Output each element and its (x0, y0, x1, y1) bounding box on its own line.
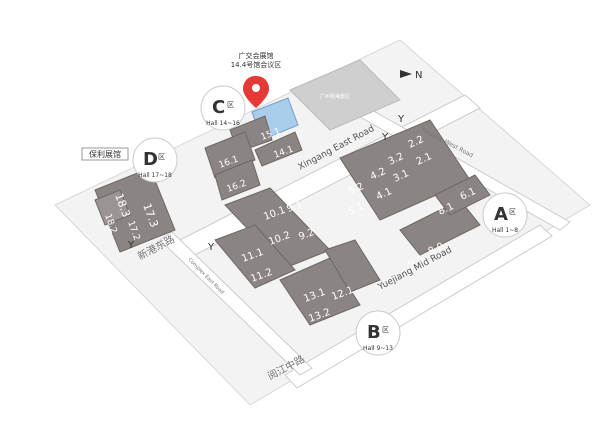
zone-badge-c[interactable]: C 区 Hall 14~16 (200, 85, 246, 131)
hall-9-2[interactable]: 9.2 (297, 227, 316, 243)
zone-b-halls: 10.1 9.1 10.2 9.2 11.1 11.2 13.1 12.1 13… (214, 187, 381, 326)
map-base (54, 39, 591, 406)
svg-text:Hall 14~16: Hall 14~16 (206, 120, 240, 127)
venue-label-2: 14.4号馆会议区 (231, 60, 282, 69)
zone-badge-b[interactable]: B 区 Hall 9~13 (355, 310, 401, 356)
svg-text:B: B (367, 322, 381, 343)
road-pazhou (159, 231, 313, 376)
zone-badge-a[interactable]: A 区 Hall 1~8 (482, 192, 528, 238)
svg-text:区: 区 (158, 153, 165, 161)
metro-icon[interactable]: Y (397, 114, 405, 125)
zone-badge-d[interactable]: D 区 Hall 17~18 (132, 137, 178, 183)
plaza (289, 59, 401, 131)
metro-icon[interactable]: Y (127, 240, 135, 251)
svg-text:Y: Y (127, 240, 135, 251)
svg-text:区: 区 (382, 326, 389, 334)
svg-text:保利展馆: 保利展馆 (89, 149, 121, 159)
zone-a-halls: 5.1 5.2 4.1 4.2 3.1 3.2 2.1 2.2 8.1 6.1 … (339, 119, 491, 271)
svg-text:N: N (415, 70, 422, 81)
svg-text:Y: Y (207, 242, 215, 253)
north-arrow: N (400, 70, 422, 81)
zone-d-halls: 18.3 17.3 18.2 17.2 (94, 167, 176, 253)
metro-icon[interactable]: Y (207, 242, 215, 253)
location-pin-icon[interactable] (243, 76, 269, 108)
svg-text:A: A (494, 204, 508, 225)
svg-text:Hall 9~13: Hall 9~13 (363, 345, 393, 352)
svg-text:D: D (143, 149, 158, 170)
svg-text:Hall 17~18: Hall 17~18 (138, 172, 172, 179)
svg-text:区: 区 (227, 101, 234, 109)
road-yuejiang (284, 224, 553, 389)
svg-text:区: 区 (509, 208, 516, 216)
svg-text:Y: Y (381, 132, 389, 143)
plaza-label: 广州塔海景区 (320, 93, 350, 100)
venue-label-1: 广交会展馆 (239, 51, 274, 60)
svg-text:C: C (212, 97, 225, 118)
metro-icon[interactable]: Y (381, 132, 389, 143)
hall-9-1[interactable]: 9.1 (285, 199, 304, 215)
zone-c-halls: 15.1 14.1 16.1 16.2 (204, 97, 303, 201)
svg-text:Hall 1~8: Hall 1~8 (492, 227, 518, 234)
svg-text:Y: Y (397, 114, 405, 125)
poly-expo-label[interactable]: 保利展馆 (81, 147, 129, 161)
